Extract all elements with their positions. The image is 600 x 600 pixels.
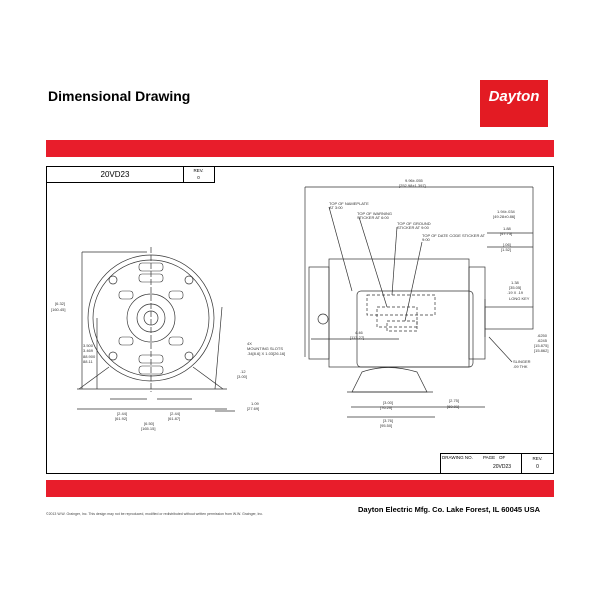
model-cell: 20VD23 <box>47 167 184 183</box>
note-label: STICKER AT 6:00 <box>357 215 390 220</box>
dim-label: 4.46 <box>355 330 364 335</box>
dim-label: [47.75] <box>500 231 512 236</box>
dim-label: 3.500 <box>83 343 94 348</box>
dim-label: [69.91] <box>447 404 459 409</box>
dim-label: [113.27] <box>350 335 364 340</box>
tb-rev: 0 <box>536 464 539 470</box>
dim-label: .34[8.6] X 1.03[26.16] <box>247 351 285 356</box>
dim-label: MOUNTING SLOTS <box>247 346 283 351</box>
drawing-no: 20VD23 <box>493 464 512 470</box>
dim-label: 3.469 <box>83 348 94 353</box>
note-label: TOP OF NAMEPLATE <box>329 201 369 206</box>
drawing-svg: [6.32] [160.45] 3.500 3.469 88.900 88.11… <box>51 178 548 431</box>
dim-label: [6.50] <box>144 421 154 426</box>
dim-label: 88.11 <box>83 359 93 364</box>
tb-rev-label: REV. <box>532 456 543 461</box>
dim-label: [160.45] <box>51 307 65 312</box>
dim-label: .12 <box>240 369 246 374</box>
dim-label: .6250 <box>537 333 548 338</box>
front-view <box>77 247 235 412</box>
dim-label: [27.69] <box>247 406 259 411</box>
page-label: PAGE <box>483 455 496 460</box>
copyright: ©2013 W.W. Grainger, Inc. This design ma… <box>46 512 264 516</box>
dim-label: [15.875] <box>534 343 548 348</box>
note-label: TOP OF WARNING <box>357 211 392 216</box>
dim-label: LONG KEY <box>509 296 530 301</box>
drawing-no-label: DRAWING NO. <box>442 455 473 460</box>
title-block: DRAWING NO. PAGE OF 20VD23 REV. 0 <box>440 453 553 473</box>
company-address: Dayton Electric Mfg. Co. Lake Forest, IL… <box>358 505 540 514</box>
dim-label: SLINGER <box>513 359 531 364</box>
dim-label: [95.50] <box>380 423 392 428</box>
dim-label: [1.52] <box>501 247 511 252</box>
dim-label: 88.900 <box>83 354 96 359</box>
rev-label: REV. <box>193 168 204 173</box>
dim-label: [2.44] <box>170 411 180 416</box>
front-view-labels: [6.32] [160.45] 3.500 3.469 88.900 88.11… <box>51 301 285 431</box>
dim-label: 1.94±.034 <box>497 209 516 214</box>
dim-label: [3.76] <box>383 418 393 423</box>
dayton-logo: Dayton <box>480 80 548 127</box>
dim-label: [61.92] <box>115 416 127 421</box>
side-view <box>304 186 534 418</box>
dim-label: .19 X .19 <box>507 290 524 295</box>
note-label: STICKER AT 9:00 <box>397 225 430 230</box>
note-label: 9:00 <box>422 237 431 242</box>
dim-label: .09 THK <box>513 364 528 369</box>
dim-label: [2.75] <box>449 398 459 403</box>
note-label: AT 3:00 <box>329 205 343 210</box>
dim-label: 4X <box>247 341 252 346</box>
rev-value: 0 <box>197 175 200 180</box>
note-label: TOP OF GROUND <box>397 221 431 226</box>
note-label: TOP OF DATE CODE STICKER AT <box>422 233 486 238</box>
dim-label: [6.32] <box>55 301 65 306</box>
dim-label: 1.38 <box>511 280 520 285</box>
dim-label: [252.98±1.397] <box>399 183 426 188</box>
dim-label: [2.44] <box>117 411 127 416</box>
side-view-labels: 9.96±.055 [252.98±1.397] TOP OF NAMEPLAT… <box>329 178 548 428</box>
dim-label: [165.15] <box>141 426 155 431</box>
top-red-bar <box>46 140 554 157</box>
dim-label: [3.00] <box>237 374 247 379</box>
drawing-frame: 20VD23 REV. 0 [6.32] [160.45 <box>46 166 554 474</box>
bottom-red-bar <box>46 480 554 497</box>
page-title: Dimensional Drawing <box>48 88 191 104</box>
dim-label: [3.00] <box>383 400 393 405</box>
dim-label: 1.88 <box>503 226 512 231</box>
dim-label: .6245 <box>537 338 548 343</box>
dim-label: [76.20] <box>380 405 392 410</box>
of-label: OF <box>499 455 506 460</box>
dim-label: [35.05] <box>509 285 521 290</box>
rev-cell: REV. 0 <box>183 167 215 183</box>
dim-label: [.06] <box>503 242 511 247</box>
dim-label: 1.09 <box>251 401 260 406</box>
dim-label: [61.87] <box>168 416 180 421</box>
dim-label: [49.28±0.86] <box>493 214 515 219</box>
dim-label: 9.96±.055 <box>405 178 424 183</box>
dim-label: [15.862] <box>534 348 548 353</box>
